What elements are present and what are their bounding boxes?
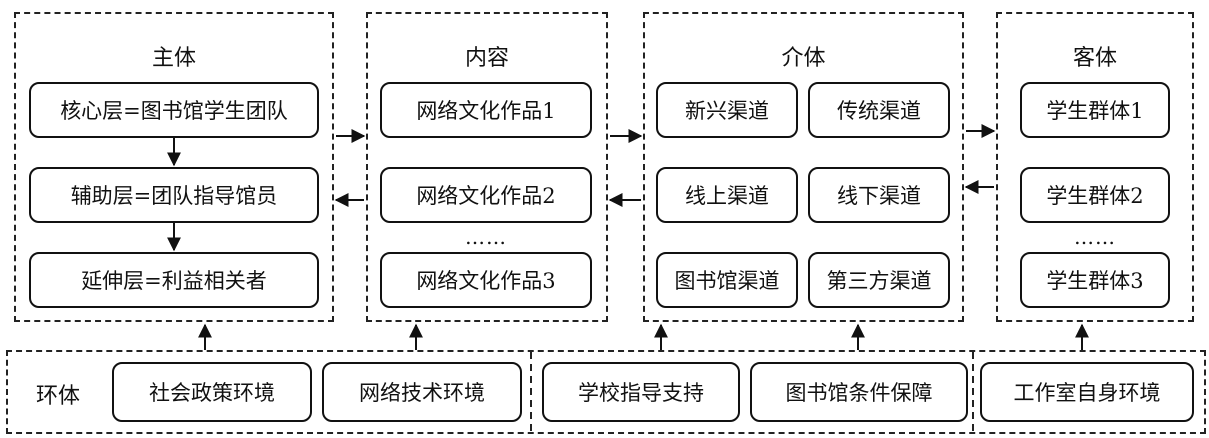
content-work-2-box: 网络文化作品2: [380, 167, 592, 223]
environment-network-tech-box: 网络技术环境: [322, 362, 522, 422]
environment-group: [6, 350, 1206, 434]
subject-group: 主体: [14, 12, 334, 322]
object-student-group-2-box: 学生群体2: [1020, 167, 1170, 223]
medium-online-channel-box: 线上渠道: [656, 167, 798, 223]
content-work-3-box: 网络文化作品3: [380, 252, 592, 308]
object-ellipsis: ……: [1074, 225, 1116, 249]
object-student-group-1-box: 学生群体1: [1020, 82, 1170, 138]
object-group: 客体: [996, 12, 1194, 322]
content-ellipsis: ……: [465, 225, 507, 249]
environment-studio-self-box: 工作室自身环境: [980, 362, 1194, 422]
subject-core-layer-box: 核心层=图书馆学生团队: [29, 82, 319, 138]
content-title: 内容: [464, 46, 509, 71]
subject-auxiliary-layer-box: 辅助层=团队指导馆员: [29, 167, 319, 223]
environment-label: 环体: [36, 384, 81, 409]
environment-school-guidance-box: 学校指导支持: [542, 362, 740, 422]
medium-group: 介体: [643, 12, 964, 322]
medium-library-channel-box: 图书馆渠道: [656, 252, 798, 308]
medium-third-party-channel-box: 第三方渠道: [808, 252, 950, 308]
medium-offline-channel-box: 线下渠道: [808, 167, 950, 223]
object-title: 客体: [1072, 46, 1117, 71]
environment-social-policy-box: 社会政策环境: [112, 362, 312, 422]
environment-library-conditions-box: 图书馆条件保障: [750, 362, 968, 422]
content-work-1-box: 网络文化作品1: [380, 82, 592, 138]
medium-traditional-channel-box: 传统渠道: [808, 82, 950, 138]
medium-emerging-channel-box: 新兴渠道: [656, 82, 798, 138]
medium-title: 介体: [781, 46, 826, 71]
subject-extension-layer-box: 延伸层=利益相关者: [29, 252, 319, 308]
subject-title: 主体: [151, 46, 196, 71]
content-group: 内容: [366, 12, 608, 322]
object-student-group-3-box: 学生群体3: [1020, 252, 1170, 308]
